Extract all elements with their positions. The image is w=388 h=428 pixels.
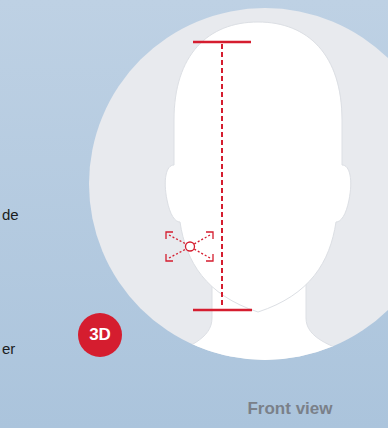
badge-circle: 3D [78, 313, 122, 357]
head-silhouette [165, 22, 351, 312]
cut-text: er [2, 340, 15, 357]
view-caption: Front view [247, 399, 332, 419]
badge-text: 3D [89, 326, 111, 345]
measure-line [193, 42, 252, 310]
badge-fill [78, 313, 122, 357]
target-icon [166, 232, 213, 261]
cut-text: de [2, 206, 19, 223]
